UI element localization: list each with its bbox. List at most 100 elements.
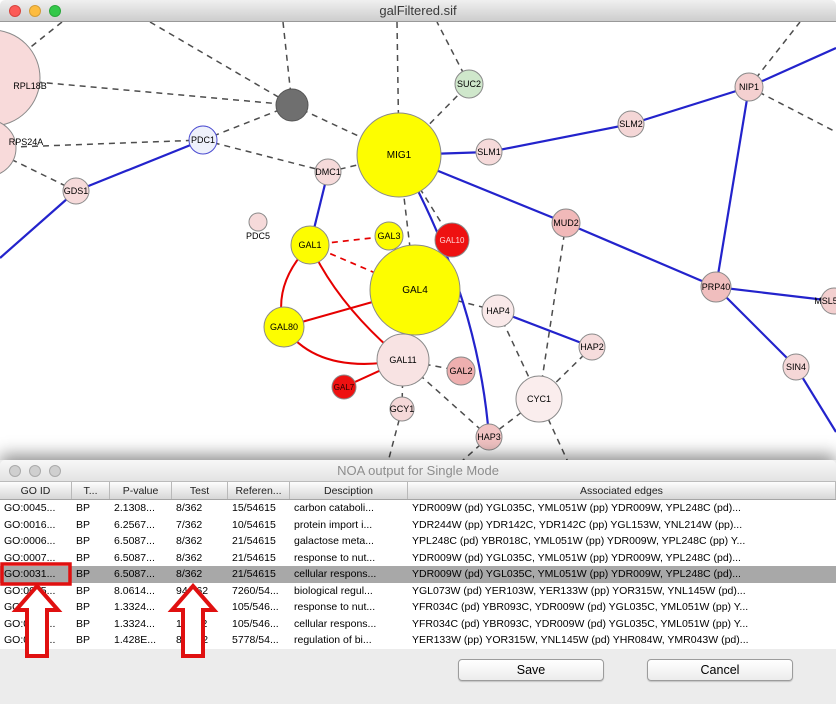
network-node-gal10[interactable]: GAL10 — [435, 223, 469, 257]
noa-window-title: NOA output for Single Mode — [337, 463, 499, 478]
network-node-rps24a[interactable]: RPS24A — [0, 120, 43, 176]
table-cell: response to nut... — [290, 550, 408, 567]
table-row[interactable]: GO:0045...BP2.1308...8/36215/54615carbon… — [0, 500, 836, 517]
network-edge[interactable] — [566, 223, 716, 287]
node-label: RPL18B — [13, 81, 47, 91]
column-header-referen[interactable]: Referen... — [228, 482, 290, 499]
network-node-gal4[interactable]: GAL4 — [370, 245, 460, 335]
table-row[interactable]: GO:0009...BP1.3324...11/362105/546...res… — [0, 599, 836, 616]
node-label: SLM2 — [619, 119, 643, 129]
node-label: GAL10 — [440, 236, 465, 245]
network-node-msl5[interactable]: MSL5 — [814, 288, 836, 314]
table-cell: GO:0045... — [0, 500, 72, 517]
node-label: PDC1 — [191, 135, 215, 145]
column-header-associated-edges[interactable]: Associated edges — [408, 482, 836, 499]
network-node-dmc1[interactable]: DMC1 — [315, 159, 341, 185]
table-cell: GO:0050... — [0, 632, 72, 649]
network-node-gal1[interactable]: GAL1 — [291, 226, 329, 264]
table-row[interactable]: GO:0050...BP1.428E...80/3625778/54...reg… — [0, 632, 836, 649]
network-node-nip1[interactable]: NIP1 — [735, 73, 763, 101]
minimize-button[interactable] — [29, 465, 41, 477]
network-node-unlabeled[interactable] — [276, 89, 308, 121]
node-label: MSL5 — [814, 296, 836, 306]
table-row[interactable]: GO:0031...BP6.5087...8/36221/54615cellul… — [0, 566, 836, 583]
node-label: HAP4 — [486, 306, 510, 316]
table-cell: 8.0614... — [110, 583, 172, 600]
network-edge[interactable] — [150, 22, 292, 105]
network-node-pdc5[interactable]: PDC5 — [246, 213, 270, 241]
column-header-t[interactable]: T... — [72, 482, 110, 499]
network-node-pdc1[interactable]: PDC1 — [189, 126, 217, 154]
network-edge[interactable] — [716, 287, 796, 367]
window-controls-inactive — [9, 465, 61, 477]
table-cell: biological regul... — [290, 583, 408, 600]
cancel-button[interactable]: Cancel — [647, 659, 793, 681]
table-row[interactable]: GO:0007...BP6.5087...8/36221/54615respon… — [0, 550, 836, 567]
node-label: GAL3 — [377, 231, 400, 241]
table-row[interactable]: GO:0016...BP6.2567...7/36210/54615protei… — [0, 517, 836, 534]
table-cell: carbon cataboli... — [290, 500, 408, 517]
network-edge[interactable] — [631, 87, 749, 124]
network-node-cyc1[interactable]: CYC1 — [516, 376, 562, 422]
close-button[interactable] — [9, 465, 21, 477]
node-label: SLM1 — [477, 147, 501, 157]
network-node-rpl18b[interactable]: RPL18B — [0, 30, 47, 126]
network-node-mud2[interactable]: MUD2 — [552, 209, 580, 237]
table-cell: 94/362 — [172, 583, 228, 600]
network-node-hap2[interactable]: HAP2 — [579, 334, 605, 360]
network-graph: RPL18B RPS24A GDS1 PDC1DMC1 MIG1 SUC2SLM1 SLM2… — [0, 22, 836, 460]
network-edge[interactable] — [539, 223, 566, 399]
network-edge[interactable] — [489, 124, 631, 152]
network-node-mig1[interactable]: MIG1 — [357, 113, 441, 197]
table-cell: GO:0031... — [0, 566, 72, 583]
column-header-desciption[interactable]: Desciption — [290, 482, 408, 499]
table-row[interactable]: GO:0031...BP1.3324...11/362105/546...cel… — [0, 616, 836, 633]
network-node-slm1[interactable]: SLM1 — [476, 139, 502, 165]
table-cell: 80/362 — [172, 632, 228, 649]
save-button[interactable]: Save — [458, 659, 604, 681]
minimize-button[interactable] — [29, 5, 41, 17]
network-edge[interactable] — [0, 191, 76, 258]
network-node-hap3[interactable]: HAP3 — [476, 424, 502, 450]
node-label: CYC1 — [527, 394, 551, 404]
network-edge[interactable] — [716, 87, 749, 287]
network-node-gal11[interactable]: GAL11 — [377, 334, 429, 386]
network-node-suc2[interactable]: SUC2 — [455, 70, 483, 98]
network-edge[interactable] — [749, 87, 836, 132]
table-cell: GO:0016... — [0, 517, 72, 534]
zoom-button[interactable] — [49, 465, 61, 477]
node-label: SIN4 — [786, 362, 806, 372]
noa-window-titlebar[interactable]: NOA output for Single Mode — [0, 460, 836, 482]
node-label: MIG1 — [387, 150, 412, 161]
network-window-title: galFiltered.sif — [379, 3, 456, 18]
network-edge[interactable] — [203, 140, 328, 172]
network-node-slm2[interactable]: SLM2 — [618, 111, 644, 137]
network-node-gal7[interactable]: GAL7 — [332, 375, 356, 399]
network-node-prp40[interactable]: PRP40 — [701, 272, 731, 302]
network-node-gds1[interactable]: GDS1 — [63, 178, 89, 204]
node-label: NIP1 — [739, 82, 759, 92]
noa-results-table: GO IDT...P-valueTestReferen...Desciption… — [0, 482, 836, 649]
column-header-go-id[interactable]: GO ID — [0, 482, 72, 499]
table-row[interactable]: GO:0006...BP6.5087...8/36221/54615galact… — [0, 533, 836, 550]
table-cell: GO:0006... — [0, 533, 72, 550]
table-cell: 11/362 — [172, 599, 228, 616]
network-window-titlebar[interactable]: galFiltered.sif — [0, 0, 836, 22]
column-header-test[interactable]: Test — [172, 482, 228, 499]
close-button[interactable] — [9, 5, 21, 17]
network-node-gal2[interactable]: GAL2 — [447, 357, 475, 385]
network-node-gcy1[interactable]: GCY1 — [390, 397, 415, 421]
network-canvas[interactable]: RPL18B RPS24A GDS1 PDC1DMC1 MIG1 SUC2SLM1 SLM2… — [0, 22, 836, 460]
column-header-pvalue[interactable]: P-value — [110, 482, 172, 499]
table-cell: protein import i... — [290, 517, 408, 534]
table-cell: 10/54615 — [228, 517, 290, 534]
network-node-hap4[interactable]: HAP4 — [482, 295, 514, 327]
network-node-gal80[interactable]: GAL80 — [264, 307, 304, 347]
node-label: RPS24A — [9, 137, 44, 147]
table-cell: 105/546... — [228, 616, 290, 633]
table-row[interactable]: GO:0065...BP8.0614...94/3627260/54...bio… — [0, 583, 836, 600]
zoom-button[interactable] — [49, 5, 61, 17]
network-edge[interactable] — [76, 140, 203, 191]
network-node-sin4[interactable]: SIN4 — [783, 354, 809, 380]
network-node-gal3[interactable]: GAL3 — [375, 222, 403, 250]
